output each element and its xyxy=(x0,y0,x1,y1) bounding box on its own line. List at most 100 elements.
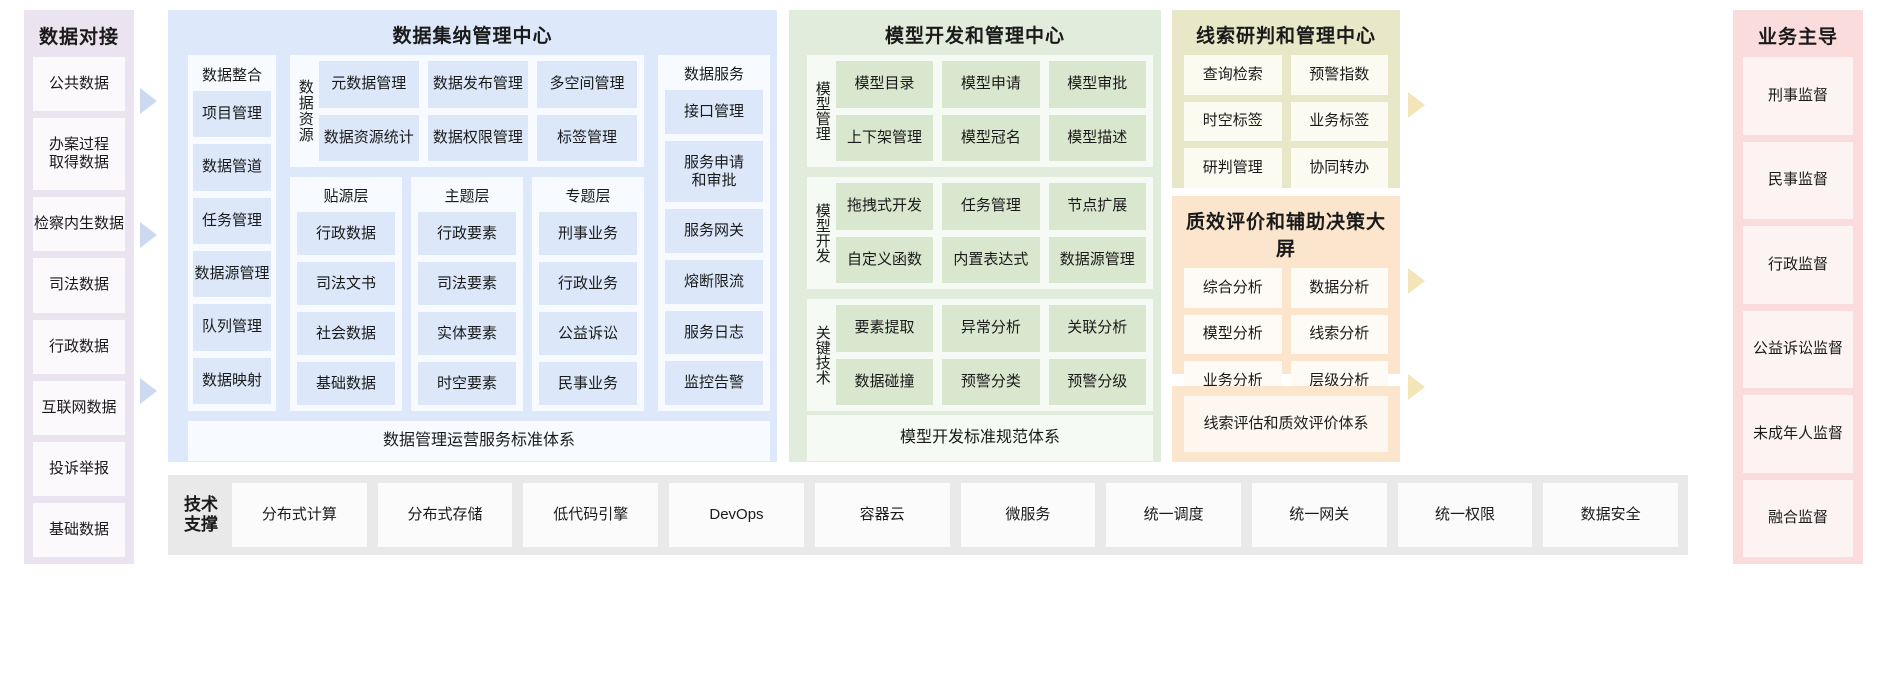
quality-center-footer: 线索评估和质效评价体系 xyxy=(1184,396,1388,452)
data-integration-item[interactable]: 任务管理 xyxy=(193,197,271,244)
flow-arrow-right-icon xyxy=(1408,268,1425,294)
quality-center-item[interactable]: 线索分析 xyxy=(1290,314,1388,355)
tech-support-item[interactable]: 容器云 xyxy=(814,483,950,547)
data-service-item[interactable]: 接口管理 xyxy=(665,90,763,134)
data-integration-item[interactable]: 队列管理 xyxy=(193,304,271,351)
data-layer-item[interactable]: 司法要素 xyxy=(418,262,516,305)
business-led-item[interactable]: 刑事监督 xyxy=(1743,57,1853,135)
clue-center-item[interactable]: 业务标签 xyxy=(1290,101,1388,142)
quality-center-title: 质效评价和辅助决策大屏 xyxy=(1185,212,1386,260)
clue-center-panel: 线索研判和管理中心 查询检索 预警指数 时空标签 业务标签 研判管理 协同转办 xyxy=(1172,10,1400,188)
flow-arrow-right-icon xyxy=(140,378,157,404)
data-docking-item[interactable]: 公共数据 xyxy=(33,57,125,112)
business-led-item[interactable]: 融合监督 xyxy=(1743,479,1853,557)
key-technology-item[interactable]: 预警分类 xyxy=(942,358,1040,405)
data-integration-label: 数据整合 xyxy=(201,67,262,84)
quality-center-item[interactable]: 数据分析 xyxy=(1290,268,1388,308)
data-service-item[interactable]: 监控告警 xyxy=(665,361,763,406)
model-management-item[interactable]: 模型目录 xyxy=(835,61,934,108)
data-service-item[interactable]: 熔断限流 xyxy=(665,260,763,304)
data-docking-item[interactable]: 检察内生数据 xyxy=(33,197,125,252)
flow-arrow-right-icon xyxy=(1408,374,1425,400)
tech-support-item[interactable]: 统一调度 xyxy=(1106,483,1241,547)
tech-support-item[interactable]: 微服务 xyxy=(960,483,1096,547)
model-management-item[interactable]: 模型申请 xyxy=(942,61,1040,108)
model-development-item[interactable]: 内置表达式 xyxy=(942,236,1040,283)
data-docking-title: 数据对接 xyxy=(38,27,119,48)
key-technology-item[interactable]: 数据碰撞 xyxy=(835,358,934,405)
data-layer-label: 贴源层 xyxy=(323,188,369,205)
data-layer-theme: 主题层 行政要素 司法要素 实体要素 时空要素 xyxy=(411,177,523,411)
data-service-item[interactable]: 服务网关 xyxy=(665,209,763,254)
data-layer-item[interactable]: 行政业务 xyxy=(539,262,637,305)
data-layer-item[interactable]: 行政要素 xyxy=(418,212,516,255)
data-layer-item[interactable]: 基础数据 xyxy=(297,362,395,405)
flow-arrow-right-icon xyxy=(140,88,157,114)
data-layer-item[interactable]: 实体要素 xyxy=(418,312,516,355)
business-led-item[interactable]: 民事监督 xyxy=(1743,141,1853,219)
tech-support-item[interactable]: 数据安全 xyxy=(1543,483,1679,547)
data-resource-item[interactable]: 标签管理 xyxy=(536,114,637,161)
clue-center-item[interactable]: 查询检索 xyxy=(1184,55,1282,95)
data-layer-item[interactable]: 司法文书 xyxy=(297,262,395,305)
model-development-item[interactable]: 数据源管理 xyxy=(1048,236,1146,283)
data-docking-item[interactable]: 办案过程 取得数据 xyxy=(33,118,125,191)
tech-support-item[interactable]: 分布式计算 xyxy=(232,483,367,547)
clue-center-item[interactable]: 时空标签 xyxy=(1184,101,1282,142)
key-technology-item[interactable]: 要素提取 xyxy=(835,305,934,352)
data-integration-item[interactable]: 数据管道 xyxy=(193,144,271,191)
model-management-item[interactable]: 上下架管理 xyxy=(835,114,934,161)
tech-support-item[interactable]: 统一权限 xyxy=(1397,483,1533,547)
data-layer-item[interactable]: 公益诉讼 xyxy=(539,312,637,355)
data-resource-item[interactable]: 数据权限管理 xyxy=(427,114,528,161)
model-management-item[interactable]: 模型冠名 xyxy=(942,114,1040,161)
data-docking-item[interactable]: 互联网数据 xyxy=(33,380,125,435)
data-resource-item[interactable]: 数据资源统计 xyxy=(318,114,419,161)
key-technology-item[interactable]: 异常分析 xyxy=(942,305,1040,352)
clue-center-item[interactable]: 协同转办 xyxy=(1290,148,1388,188)
clue-center-item[interactable]: 预警指数 xyxy=(1290,55,1388,95)
data-layer-item[interactable]: 行政数据 xyxy=(297,212,395,255)
data-integration-item[interactable]: 数据源管理 xyxy=(193,250,271,298)
data-layer-label: 专题层 xyxy=(565,188,611,205)
data-docking-item[interactable]: 司法数据 xyxy=(33,258,125,313)
key-technology-item[interactable]: 预警分级 xyxy=(1048,358,1146,405)
model-development-item[interactable]: 自定义函数 xyxy=(835,236,934,283)
data-resource-item[interactable]: 多空间管理 xyxy=(536,61,637,108)
model-development-label: 模型开发 xyxy=(813,203,831,263)
data-docking-item[interactable]: 基础数据 xyxy=(33,502,125,557)
model-center-title: 模型开发和管理中心 xyxy=(884,26,1065,47)
data-layer-item[interactable]: 时空要素 xyxy=(418,362,516,405)
business-led-item[interactable]: 行政监督 xyxy=(1743,226,1853,304)
data-resource-item[interactable]: 数据发布管理 xyxy=(427,61,528,108)
data-layer-item[interactable]: 刑事业务 xyxy=(539,212,637,255)
data-resource-group: 数据资源 元数据管理 数据发布管理 多空间管理 数据资源统计 数据权限管理 标签… xyxy=(290,55,644,167)
data-docking-item[interactable]: 行政数据 xyxy=(33,319,125,374)
model-management-item[interactable]: 模型描述 xyxy=(1048,114,1146,161)
clue-center-item[interactable]: 研判管理 xyxy=(1184,148,1282,188)
data-service-item[interactable]: 服务日志 xyxy=(665,310,763,355)
tech-support-item[interactable]: DevOps xyxy=(669,483,804,547)
model-development-item[interactable]: 拖拽式开发 xyxy=(835,183,934,230)
quality-center-item[interactable]: 综合分析 xyxy=(1184,268,1282,308)
data-integration-item[interactable]: 项目管理 xyxy=(193,91,271,138)
data-layer-source: 贴源层 行政数据 司法文书 社会数据 基础数据 xyxy=(290,177,402,411)
tech-support-item[interactable]: 统一网关 xyxy=(1251,483,1387,547)
model-development-item[interactable]: 节点扩展 xyxy=(1048,183,1146,230)
business-led-item[interactable]: 未成年人监督 xyxy=(1743,395,1853,473)
business-led-item[interactable]: 公益诉讼监督 xyxy=(1743,310,1853,388)
data-integration-group: 数据整合 项目管理 数据管道 任务管理 数据源管理 队列管理 数据映射 xyxy=(188,55,276,411)
data-layer-item[interactable]: 社会数据 xyxy=(297,312,395,355)
tech-support-item[interactable]: 低代码引擎 xyxy=(523,483,659,547)
model-management-item[interactable]: 模型审批 xyxy=(1048,61,1146,108)
data-service-item[interactable]: 服务申请 和审批 xyxy=(665,140,763,203)
model-development-group: 模型开发 拖拽式开发 任务管理 节点扩展 自定义函数 内置表达式 数据源管理 xyxy=(807,177,1153,289)
model-development-item[interactable]: 任务管理 xyxy=(942,183,1040,230)
tech-support-item[interactable]: 分布式存储 xyxy=(377,483,513,547)
data-docking-item[interactable]: 投诉举报 xyxy=(33,441,125,496)
quality-center-item[interactable]: 模型分析 xyxy=(1184,314,1282,355)
data-layer-item[interactable]: 民事业务 xyxy=(539,362,637,405)
data-integration-item[interactable]: 数据映射 xyxy=(193,357,271,404)
key-technology-item[interactable]: 关联分析 xyxy=(1048,305,1146,352)
data-resource-item[interactable]: 元数据管理 xyxy=(318,61,419,108)
